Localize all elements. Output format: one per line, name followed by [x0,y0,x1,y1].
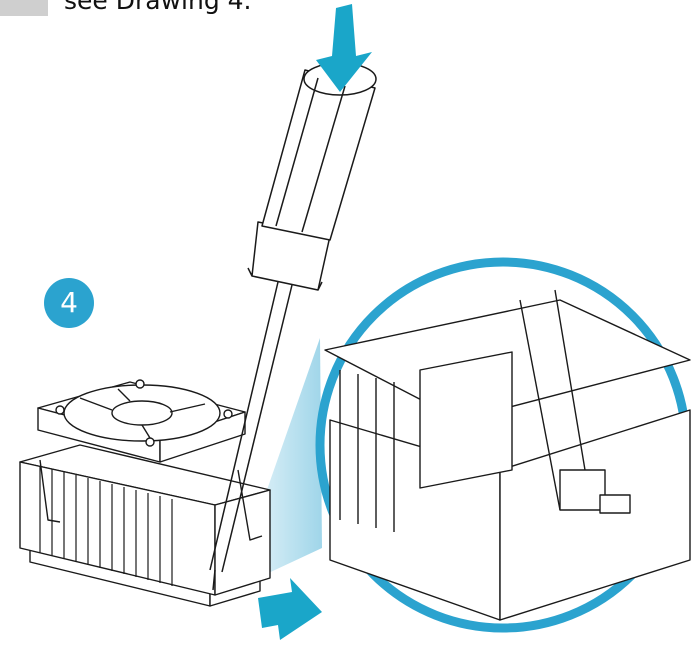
magnifier-circle [315,257,691,633]
screwdriver [209,62,377,591]
caption-tab [0,0,48,16]
right-arrow-icon [258,578,322,640]
caption-text: see Drawing 4. [64,0,252,15]
step-number-badge: 4 [44,278,94,328]
down-arrow-icon [316,4,372,92]
heatsink-fins [39,466,173,586]
heatsink-fan [19,379,271,607]
